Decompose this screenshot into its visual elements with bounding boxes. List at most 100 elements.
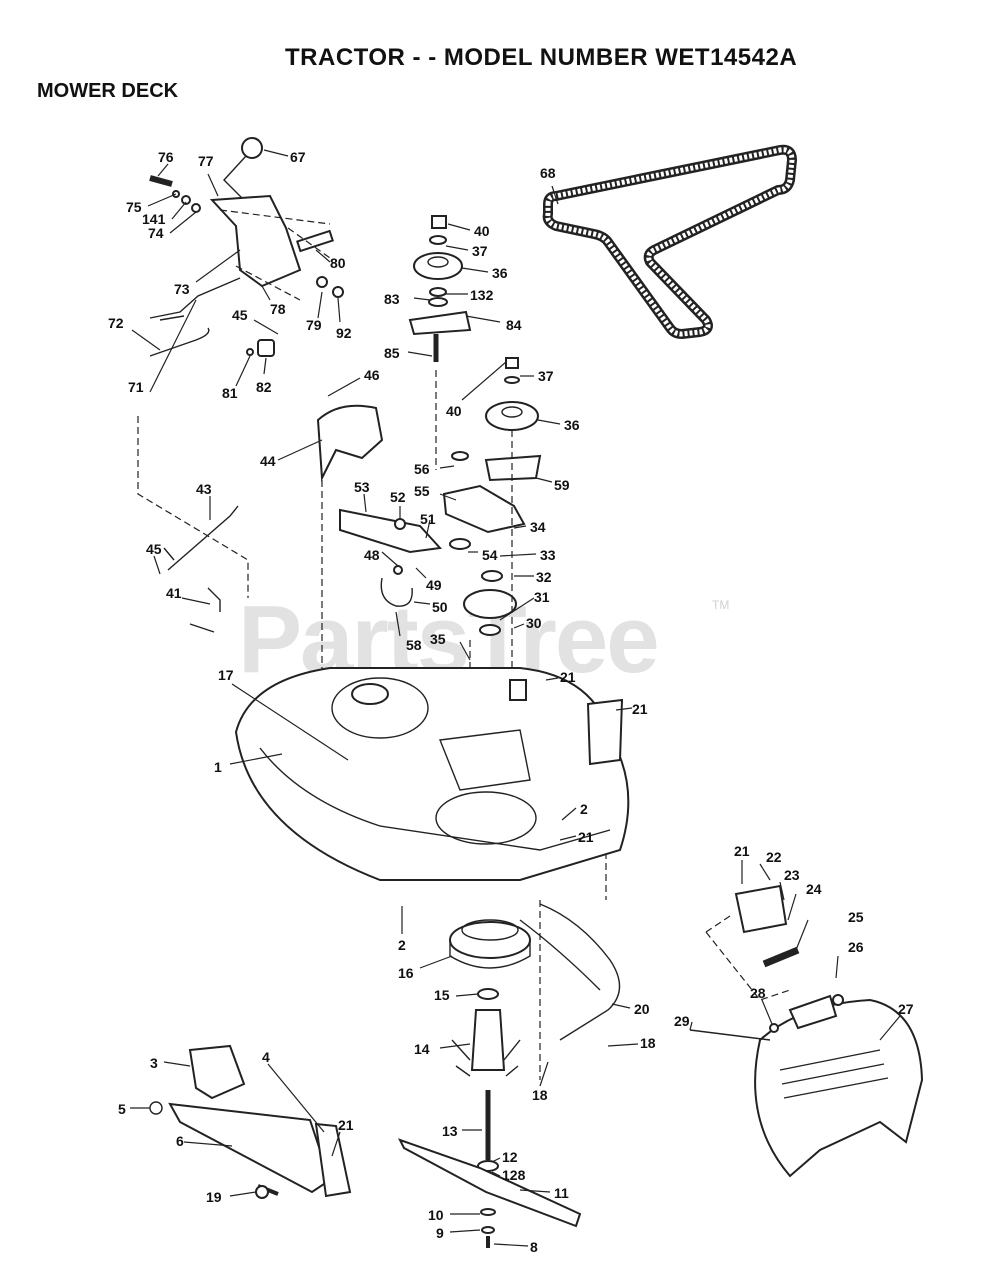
spring-58 bbox=[380, 577, 413, 607]
callout-16: 16 bbox=[398, 965, 414, 981]
callout-48: 48 bbox=[364, 547, 380, 563]
callout-19: 19 bbox=[206, 1189, 222, 1205]
diagram-title: TRACTOR - - MODEL NUMBER WET14542A bbox=[285, 44, 798, 71]
callout-76: 76 bbox=[158, 149, 174, 165]
callout-17: 17 bbox=[218, 667, 234, 683]
callout-21-a: 21 bbox=[560, 669, 576, 685]
blade-11 bbox=[398, 1138, 582, 1228]
bracket-4 bbox=[314, 1122, 352, 1198]
callout-78: 78 bbox=[270, 301, 286, 317]
bracket-84 bbox=[408, 310, 472, 336]
callout-43: 43 bbox=[196, 481, 212, 497]
callout-9: 9 bbox=[436, 1225, 444, 1241]
callout-10: 10 bbox=[428, 1207, 444, 1223]
callout-44: 44 bbox=[260, 453, 276, 469]
callout-8: 8 bbox=[530, 1239, 538, 1255]
bracket-3 bbox=[188, 1044, 246, 1100]
callout-30: 30 bbox=[526, 615, 542, 631]
pulley-36-upper bbox=[413, 252, 463, 280]
callout-92: 92 bbox=[336, 325, 352, 341]
spindle-opening-center bbox=[435, 791, 537, 845]
callout-71: 71 bbox=[128, 379, 144, 395]
parts-drawing bbox=[137, 137, 924, 1248]
callout-23: 23 bbox=[784, 867, 800, 883]
bracket-21-right bbox=[586, 698, 624, 766]
spring-25 bbox=[762, 946, 800, 968]
callout-41: 41 bbox=[166, 585, 182, 601]
callout-12: 12 bbox=[502, 1149, 518, 1165]
callout-77: 77 bbox=[198, 153, 214, 169]
pulley-32 bbox=[463, 589, 517, 619]
callout-40-upper: 40 bbox=[474, 223, 490, 239]
callout-51: 51 bbox=[420, 511, 436, 527]
callout-79: 79 bbox=[306, 317, 322, 333]
callout-27: 27 bbox=[898, 1001, 914, 1017]
callout-18-left: 18 bbox=[532, 1087, 548, 1103]
bracket-23 bbox=[734, 884, 788, 934]
callout-4: 4 bbox=[262, 1049, 270, 1065]
leader-lines bbox=[130, 149, 901, 1247]
callout-21-b: 21 bbox=[632, 701, 648, 717]
callout-45-upper: 45 bbox=[232, 307, 248, 323]
grip-80 bbox=[296, 229, 334, 253]
callout-53: 53 bbox=[354, 479, 370, 495]
callout-128: 128 bbox=[502, 1167, 526, 1183]
callout-56: 56 bbox=[414, 461, 430, 477]
callout-40-lower: 40 bbox=[446, 403, 462, 419]
callout-84: 84 bbox=[506, 317, 522, 333]
callout-50: 50 bbox=[432, 599, 448, 615]
callout-24: 24 bbox=[806, 881, 822, 897]
mower-deck-1 bbox=[234, 667, 630, 881]
callout-20: 20 bbox=[634, 1001, 650, 1017]
callout-132: 132 bbox=[470, 287, 494, 303]
bracket-6 bbox=[168, 1102, 332, 1194]
callout-25: 25 bbox=[848, 909, 864, 925]
callout-49: 49 bbox=[426, 577, 442, 593]
callout-141: 141 bbox=[142, 211, 166, 227]
lift-knob bbox=[241, 137, 263, 159]
callout-80: 80 bbox=[330, 255, 346, 271]
callout-18-right: 18 bbox=[640, 1035, 656, 1051]
callout-74: 74 bbox=[148, 225, 164, 241]
callout-46: 46 bbox=[364, 367, 380, 383]
idler-arm-55 bbox=[442, 484, 526, 534]
lift-bracket bbox=[209, 194, 302, 288]
spindle-14 bbox=[470, 1009, 506, 1071]
callout-59: 59 bbox=[554, 477, 570, 493]
link-43 bbox=[163, 505, 239, 571]
callout-28: 28 bbox=[750, 985, 766, 1001]
callout-22: 22 bbox=[766, 849, 782, 865]
callout-31: 31 bbox=[534, 589, 550, 605]
callout-1: 1 bbox=[214, 759, 222, 775]
spindle-housing-left bbox=[331, 677, 429, 739]
spring-72 bbox=[149, 327, 210, 357]
section-heading: MOWER DECK bbox=[37, 80, 179, 102]
pulley-36-lower bbox=[485, 401, 539, 431]
callout-82: 82 bbox=[256, 379, 272, 395]
callout-2-upper: 2 bbox=[580, 801, 588, 817]
callout-21-c: 21 bbox=[578, 829, 594, 845]
callout-6: 6 bbox=[176, 1133, 184, 1149]
callout-26: 26 bbox=[848, 939, 864, 955]
callout-34: 34 bbox=[530, 519, 546, 535]
callout-11: 11 bbox=[554, 1185, 569, 1201]
callout-83: 83 bbox=[384, 291, 400, 307]
callout-55: 55 bbox=[414, 483, 430, 499]
callout-58: 58 bbox=[406, 637, 422, 653]
callout-73: 73 bbox=[174, 281, 190, 297]
callout-52: 52 bbox=[390, 489, 406, 505]
callout-67: 67 bbox=[290, 149, 306, 165]
arm-53 bbox=[339, 508, 443, 554]
callout-32: 32 bbox=[536, 569, 552, 585]
rod-20 bbox=[539, 903, 621, 1041]
callout-3: 3 bbox=[150, 1055, 158, 1071]
callout-85: 85 bbox=[384, 345, 400, 361]
bracket-59 bbox=[484, 454, 542, 482]
callout-68: 68 bbox=[540, 165, 556, 181]
callout-14: 14 bbox=[414, 1041, 430, 1057]
callout-21-e: 21 bbox=[338, 1117, 354, 1133]
callout-5: 5 bbox=[118, 1101, 126, 1117]
callout-35: 35 bbox=[430, 631, 446, 647]
callout-54: 54 bbox=[482, 547, 498, 563]
